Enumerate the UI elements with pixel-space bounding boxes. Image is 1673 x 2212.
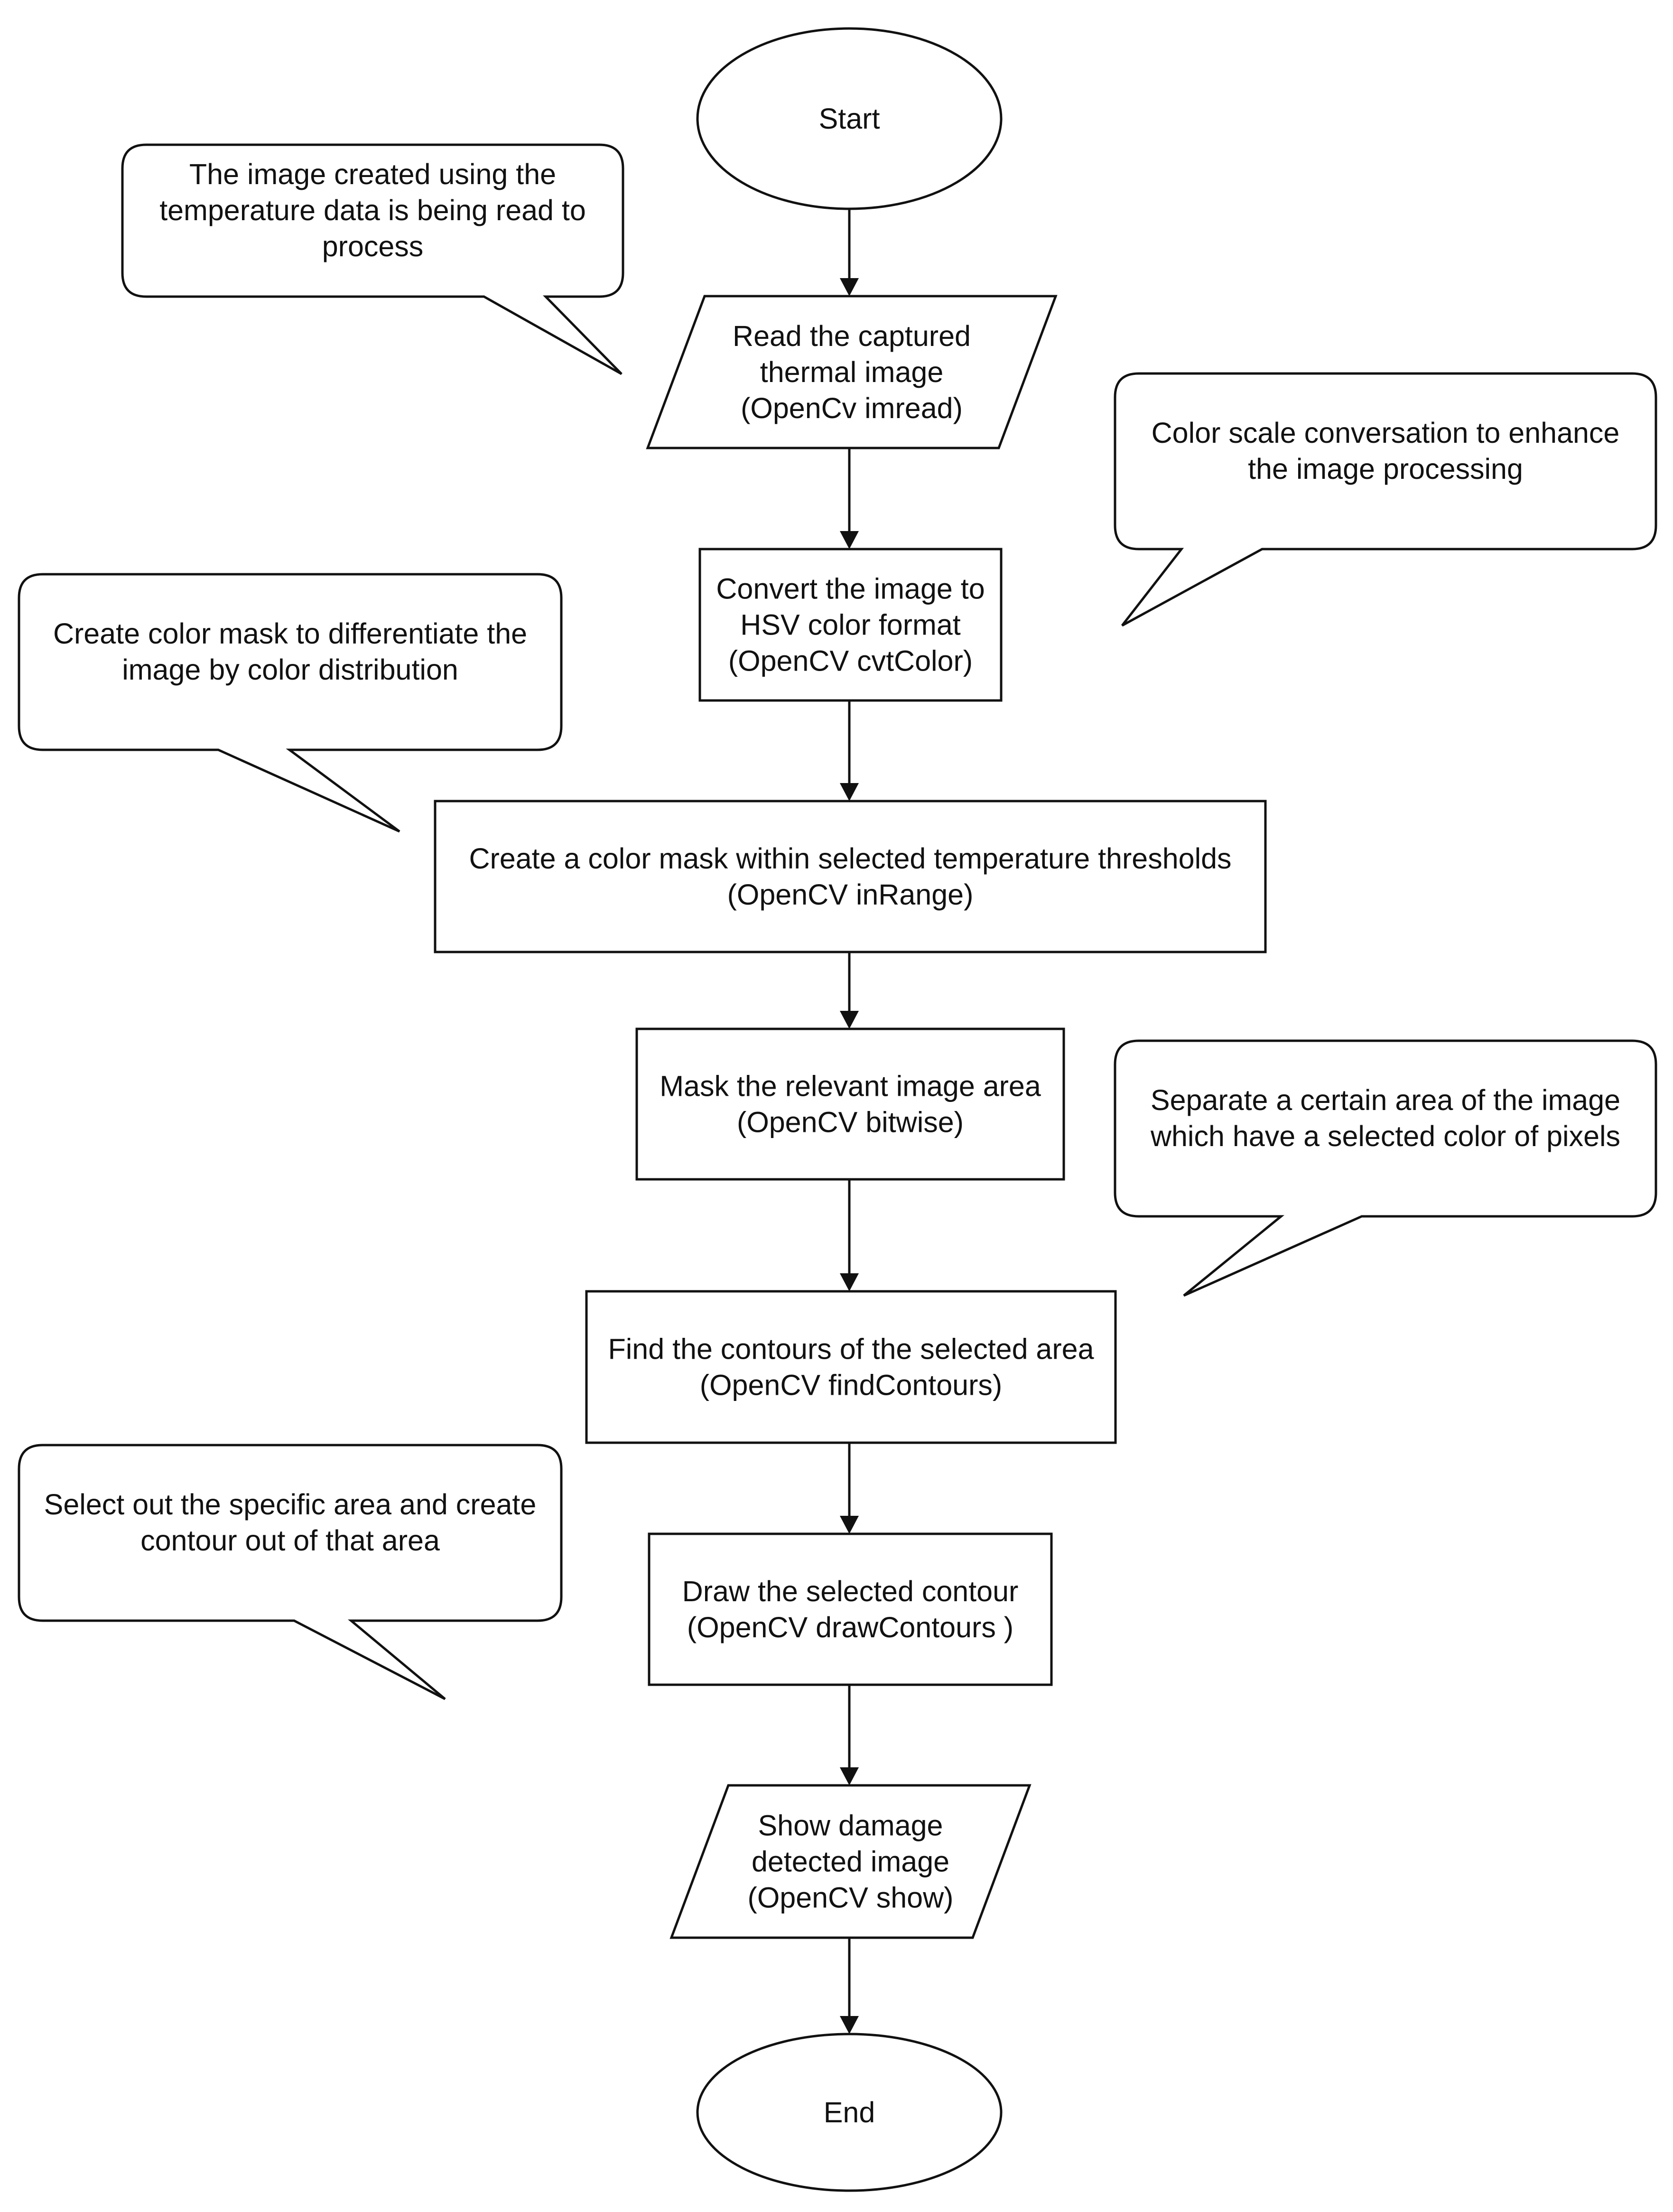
callout-text: the image processing — [1248, 453, 1523, 485]
node-contours: Find the contours of the selected area (O… — [585, 1290, 1117, 1444]
callout-text: contour out of that area — [140, 1524, 440, 1557]
node-label: Mask the relevant image area — [660, 1070, 1041, 1102]
node-label: (OpenCV cvtColor) — [728, 645, 973, 677]
arrowhead-convert-to-mask-create — [840, 783, 859, 801]
speech-bubble — [1114, 372, 1657, 627]
callout-text: The image created using the — [189, 158, 556, 190]
process-box — [635, 1027, 1065, 1181]
node-mask-create: Create a color mask within selected temp… — [434, 800, 1267, 953]
node-label: (OpenCV drawContours ) — [687, 1611, 1013, 1643]
node-label: Draw the selected contour — [682, 1575, 1019, 1607]
callout-text: Create color mask to differentiate the — [53, 617, 527, 650]
node-label: (OpenCv imread) — [741, 392, 963, 424]
node-label: (OpenCV findContours) — [700, 1369, 1002, 1401]
terminator-shape — [696, 27, 1003, 210]
node-label: Find the contours of the selected area — [608, 1333, 1094, 1365]
callout-note-convert: Color scale conversation to enhance the i… — [1114, 372, 1657, 627]
arrowhead-read-to-convert — [840, 531, 859, 549]
callout-text: image by color distribution — [122, 653, 458, 686]
callout-text: Select out the specific area and create — [44, 1488, 537, 1521]
arrowhead-mask-create-to-mask-area — [840, 1011, 859, 1029]
connectors — [840, 209, 859, 2034]
terminator-shape — [696, 2033, 1003, 2192]
node-label: Start — [819, 103, 880, 135]
node-label: (OpenCV inRange) — [727, 878, 974, 911]
arrowhead-mask-area-to-contours — [840, 1273, 859, 1291]
node-label: Show damage — [758, 1810, 943, 1842]
process-box — [585, 1290, 1117, 1444]
speech-bubble — [18, 1444, 563, 1700]
callout-note-read: The image created using the temperature d… — [121, 143, 624, 375]
callout-text: process — [322, 230, 424, 262]
node-label: HSV color format — [740, 609, 960, 641]
callout-text: Separate a certain area of the image — [1151, 1084, 1620, 1116]
node-start: Start — [696, 27, 1003, 210]
arrowhead-contours-to-draw — [840, 1516, 859, 1534]
callout-note-mask: Create color mask to differentiate theim… — [18, 573, 563, 833]
node-label: detected image — [752, 1846, 949, 1878]
node-label: Read the captured — [733, 320, 971, 352]
node-label: Create a color mask within selected temp… — [469, 842, 1231, 875]
speech-bubble — [18, 573, 563, 833]
node-label: Convert the image to — [716, 573, 985, 605]
process-box — [698, 548, 1003, 702]
node-mask-area: Mask the relevant image area (OpenCV bitw… — [635, 1027, 1065, 1181]
node-label: End — [824, 2096, 875, 2128]
callout-text: which have a selected color of pixels — [1150, 1120, 1620, 1152]
node-show: Show damage detected image (OpenCV show) — [669, 1784, 1032, 1939]
callout-text: temperature data is being read to — [159, 194, 586, 226]
node-end: End — [696, 2033, 1003, 2192]
node-convert: Convert the image to HSV color format (Ope… — [698, 548, 1003, 702]
arrowhead-start-to-read — [840, 278, 859, 296]
input-output-parallelogram — [646, 295, 1058, 449]
node-draw: Draw the selected contour (OpenCV drawCon… — [648, 1532, 1053, 1686]
speech-bubble — [1114, 1039, 1657, 1297]
process-box — [648, 1532, 1053, 1686]
callout-note-select: Select out the specific area and createc… — [18, 1444, 563, 1700]
arrowhead-draw-to-show — [840, 1767, 859, 1785]
node-label: thermal image — [760, 356, 944, 388]
node-label: (OpenCV bitwise) — [737, 1106, 964, 1139]
input-output-parallelogram — [669, 1784, 1032, 1939]
speech-bubble — [121, 143, 624, 375]
process-box — [434, 800, 1267, 953]
node-read: Read the captured thermal image (OpenCv im… — [646, 295, 1058, 449]
node-label: (OpenCV show) — [748, 1882, 954, 1914]
callout-note-separate: Separate a certain area of the image whic… — [1114, 1039, 1657, 1297]
callout-text: Color scale conversation to enhance — [1152, 417, 1620, 449]
arrowhead-show-to-end — [840, 2016, 859, 2034]
